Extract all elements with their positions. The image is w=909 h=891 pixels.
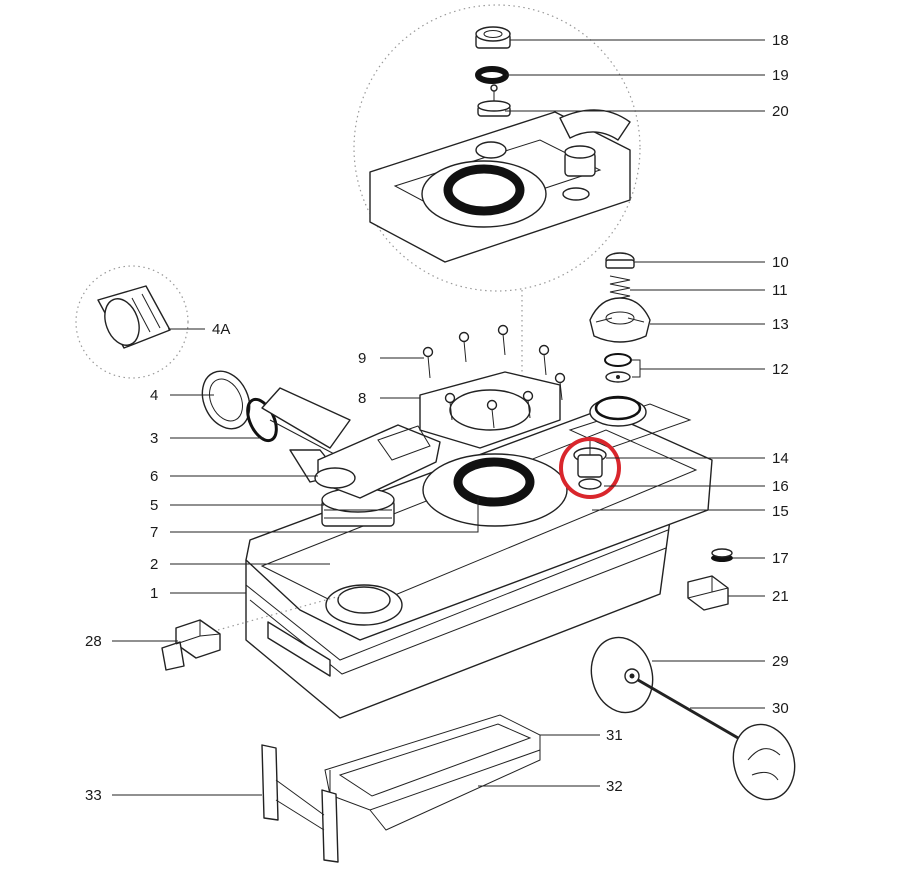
- part-6-handle: [314, 424, 441, 499]
- label-33: 33: [85, 787, 102, 804]
- label-18: 18: [772, 32, 789, 49]
- label-6: 6: [150, 468, 158, 485]
- label-4: 4: [150, 387, 158, 404]
- latch-connector: [217, 595, 341, 631]
- label-28: 28: [85, 633, 102, 650]
- label-13: 13: [772, 316, 789, 333]
- part-33-bracket: [261, 744, 339, 863]
- part-14-valve: [573, 440, 607, 490]
- label-11: 11: [772, 282, 788, 299]
- label-3: 3: [150, 430, 158, 447]
- label-4a: 4A: [212, 321, 230, 338]
- part-11-spring: [609, 275, 631, 301]
- label-31: 31: [606, 727, 623, 744]
- screw: [444, 392, 456, 421]
- screw: [522, 390, 534, 419]
- tank-seam-line: [245, 529, 669, 661]
- label-30: 30: [772, 700, 789, 717]
- detail-vent-base: [562, 187, 590, 201]
- detail-circle-4a: [75, 265, 189, 379]
- detail-4a-outline: [75, 265, 189, 379]
- detail-small-ring: [475, 141, 507, 159]
- detail-vent-cap: [564, 145, 596, 159]
- part-30-wheel: [732, 723, 796, 801]
- tank-hole: [337, 586, 391, 614]
- screw: [554, 372, 566, 401]
- label-10: 10: [772, 254, 789, 271]
- plate-cutout: [449, 389, 531, 431]
- label-1: 1: [150, 585, 158, 602]
- leader-lines: [112, 39, 765, 796]
- label-29: 29: [772, 653, 789, 670]
- detail-circle-outline: [353, 4, 641, 292]
- part-17-plug: [711, 548, 733, 562]
- part-13-housing: [589, 297, 651, 343]
- label-14: 14: [772, 450, 789, 467]
- callout-labels: 18 19 20 10 11 13 12 14 16 15 17 21 29 3…: [85, 32, 789, 804]
- detail-gasket: [443, 164, 525, 216]
- detail-circle-top: [353, 4, 641, 412]
- waste-tank: [245, 395, 713, 719]
- tank-seam-line-2: [249, 547, 667, 675]
- label-2: 2: [150, 556, 158, 573]
- tank-vent-ring: [594, 395, 642, 421]
- part-4a-end: [104, 298, 140, 346]
- label-5: 5: [150, 497, 158, 514]
- label-9: 9: [358, 350, 366, 367]
- label-20: 20: [772, 103, 789, 120]
- part-9-screws: [422, 324, 566, 429]
- label-21: 21: [772, 588, 789, 605]
- label-7: 7: [150, 524, 158, 541]
- label-17: 17: [772, 550, 789, 567]
- screw: [458, 331, 470, 363]
- part-4a-ribs: [131, 293, 161, 333]
- part-18-cap: [475, 26, 511, 49]
- part-29-wheel: [590, 636, 654, 714]
- part-10-button: [605, 252, 635, 269]
- screw: [497, 324, 509, 356]
- label-12: 12: [772, 361, 789, 378]
- highlight-circle: [559, 437, 621, 499]
- part-21-clip: [687, 575, 729, 611]
- part-32-frame: [324, 714, 541, 831]
- part-5-spout: [321, 487, 395, 527]
- part-28-latch: [161, 619, 221, 671]
- label-32: 32: [606, 778, 623, 795]
- screw: [486, 399, 498, 429]
- part-7-gasket: [453, 457, 535, 507]
- part-12-ring-and-washer: [604, 353, 632, 383]
- part-30-axle: [637, 678, 746, 744]
- screw: [422, 346, 434, 379]
- tank-handle-slot: [267, 621, 331, 677]
- label-15: 15: [772, 503, 789, 520]
- screw: [538, 344, 550, 376]
- label-19: 19: [772, 67, 789, 84]
- label-16: 16: [772, 478, 789, 495]
- part-4-cap: [201, 370, 251, 430]
- part-19-seal: [475, 66, 509, 84]
- label-8: 8: [358, 390, 366, 407]
